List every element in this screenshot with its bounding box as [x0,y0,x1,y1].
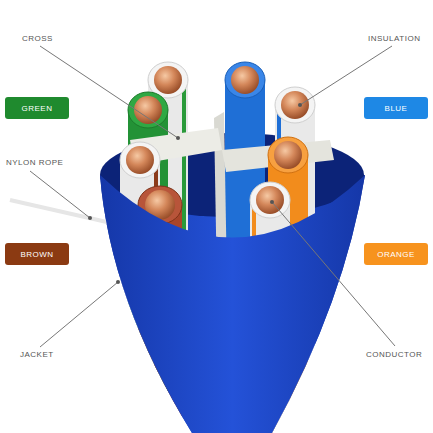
color-name: ORANGE [377,250,415,259]
color-name: GREEN [22,104,53,113]
part-label: CONDUCTOR [366,350,422,359]
color-name: BROWN [20,250,53,259]
color-tag: BROWN [5,243,69,265]
color-tag: ORANGE [364,243,428,265]
color-tag: GREEN [5,97,69,119]
part-label: JACKET [20,350,54,359]
part-label: CROSS [22,34,53,43]
part-label: NYLON ROPE [6,158,63,167]
color-name: BLUE [385,104,408,113]
jacket-front [100,175,365,433]
color-tag: BLUE [364,97,428,119]
wire-caps [120,62,315,224]
leader-dots [88,103,302,284]
part-label: INSULATION [368,34,420,43]
leader-lines [30,46,395,347]
